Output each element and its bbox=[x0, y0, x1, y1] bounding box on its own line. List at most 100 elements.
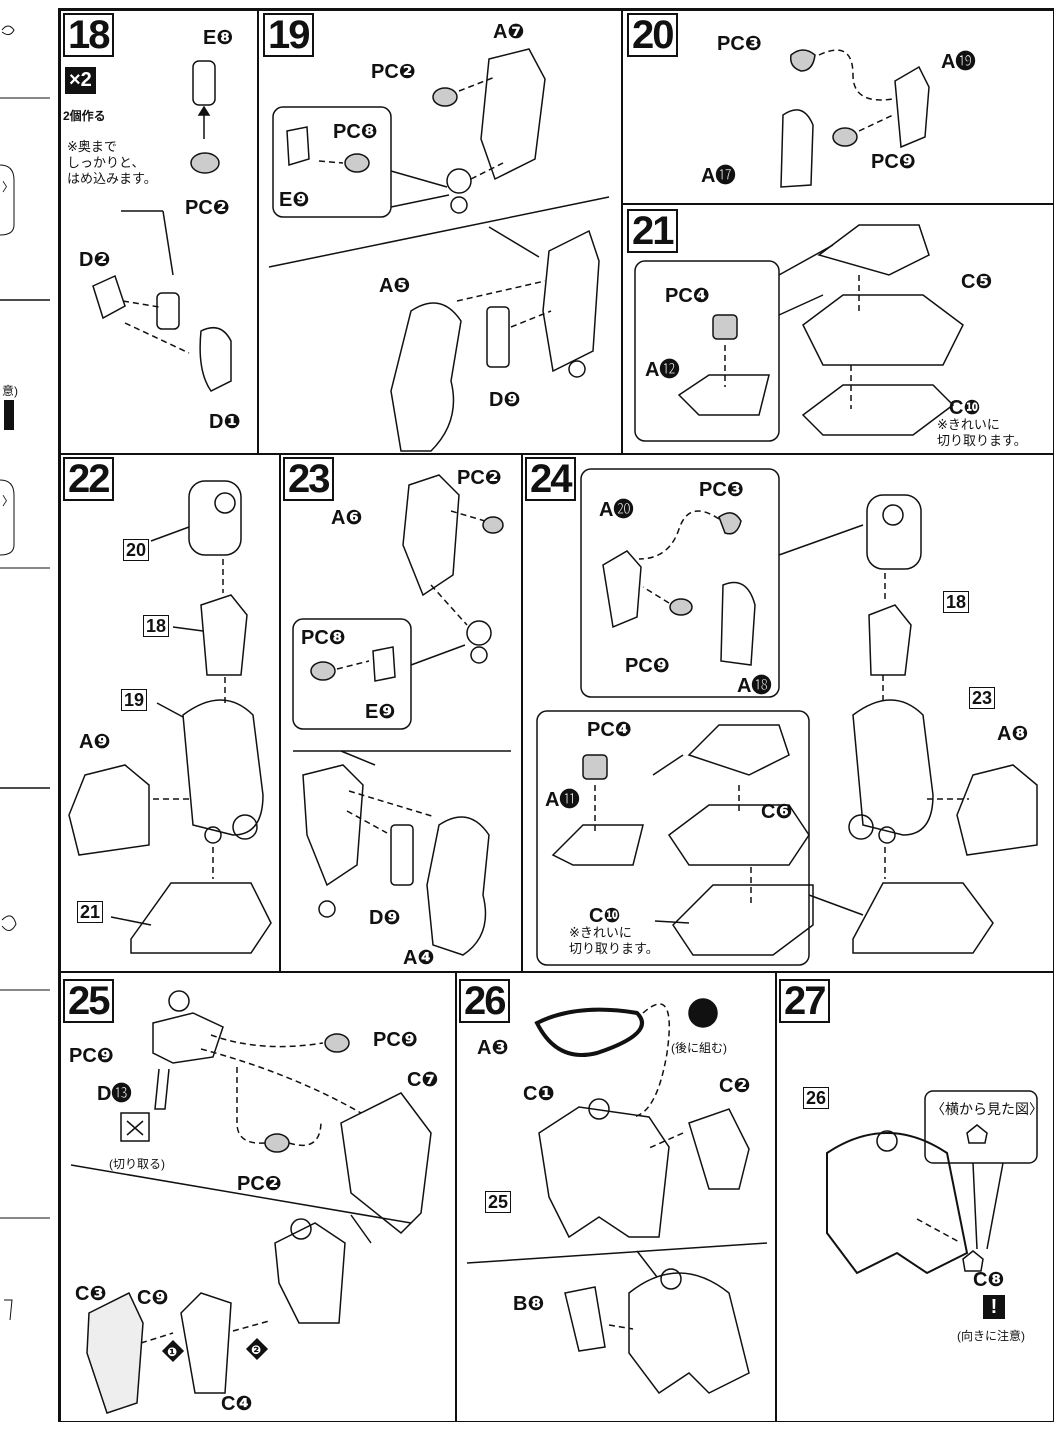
step-ref: 19 bbox=[121, 689, 148, 711]
step-22-panel: 22 20 18 19 21 A❾ bbox=[60, 454, 280, 972]
step-number: 20 bbox=[627, 13, 678, 57]
part-label: A⓬ bbox=[645, 359, 680, 381]
part-label: D❾ bbox=[369, 907, 401, 929]
step-note: ※奥まで しっかりと、 はめ込みます。 bbox=[67, 139, 157, 186]
part-label: C❸ bbox=[75, 1283, 107, 1305]
step-number: 26 bbox=[459, 979, 510, 1023]
part-label: C❽ bbox=[973, 1269, 1005, 1291]
strip-text-3: 〉 bbox=[2, 494, 15, 508]
part-label: C❼ bbox=[407, 1069, 439, 1091]
part-label: E❾ bbox=[279, 189, 310, 211]
part-label: C❾ bbox=[137, 1287, 169, 1309]
step-number: 19 bbox=[263, 13, 314, 57]
step-number: 18 bbox=[63, 13, 114, 57]
step-ref: 18 bbox=[943, 591, 970, 613]
part-label: C❶ bbox=[523, 1083, 555, 1105]
step-note: ※きれいに 切り取ります。 bbox=[569, 925, 659, 956]
part-label: PC❽ bbox=[333, 121, 378, 143]
step-19-illustration bbox=[268, 48, 610, 452]
step-26-illustration bbox=[466, 998, 768, 1395]
step-number: 27 bbox=[779, 979, 830, 1023]
step-27-illustration bbox=[826, 1090, 1038, 1275]
part-label: PC❸ bbox=[717, 33, 762, 55]
part-label: PC❷ bbox=[237, 1173, 282, 1195]
step-number: 25 bbox=[63, 979, 114, 1023]
part-label: C❺ bbox=[961, 271, 993, 293]
step-26-panel: 26 25 A❸ C❶ C❷ B❽ (後に組む) bbox=[456, 972, 776, 1422]
step-number: 21 bbox=[627, 209, 678, 253]
adjacent-page-lines bbox=[0, 25, 50, 1321]
step-22-illustration bbox=[68, 480, 272, 954]
step-ref: 25 bbox=[485, 1191, 512, 1213]
part-label: C❹ bbox=[221, 1393, 253, 1415]
step-23-panel: 23 PC❷ A❻ PC❽ E❾ D❾ A❹ bbox=[280, 454, 522, 972]
strip-text-1: 〉 bbox=[2, 180, 15, 194]
part-label: C❷ bbox=[719, 1075, 751, 1097]
step-19-panel: 19 A❼ PC❷ PC❽ E❾ A❺ D❾ bbox=[258, 10, 622, 454]
step-ref: 20 bbox=[123, 539, 150, 561]
step-21-illustration bbox=[634, 224, 964, 442]
part-label: PC❾ bbox=[373, 1029, 418, 1051]
part-label: D❾ bbox=[489, 389, 521, 411]
step-25-panel: 25 PC❾ PC❾ D⓭ C❼ PC❷ C❸ C❾ C❹ (切り取る) bbox=[60, 972, 456, 1422]
part-label: C❿ bbox=[949, 397, 981, 419]
part-label: D⓭ bbox=[97, 1083, 132, 1105]
part-label: PC❸ bbox=[699, 479, 744, 501]
step-ref: 23 bbox=[969, 687, 996, 709]
step-mark-2: ❷ bbox=[251, 1343, 262, 1357]
step-20-illustration bbox=[780, 49, 930, 188]
step-ref: 18 bbox=[143, 615, 170, 637]
part-label: A❹ bbox=[403, 947, 435, 969]
part-label: PC❷ bbox=[185, 197, 230, 219]
multiplier-note: 2個作る bbox=[63, 109, 106, 123]
part-label: C❿ bbox=[589, 905, 621, 927]
part-label: E❽ bbox=[203, 27, 234, 49]
step-ref: 26 bbox=[803, 1087, 830, 1109]
part-label: E❾ bbox=[365, 701, 396, 723]
part-label: A⓳ bbox=[941, 51, 976, 73]
part-label: PC❹ bbox=[665, 285, 710, 307]
step-18-panel: 18 ×2 2個作る ※奥まで しっかりと、 はめ込みます。 E❽ PC❷ D❷… bbox=[60, 10, 258, 454]
step-number: 24 bbox=[525, 457, 576, 501]
step-23-illustration bbox=[292, 474, 511, 956]
part-label: A❺ bbox=[379, 275, 411, 297]
adjacent-page-strip: 〉 意) 〉 bbox=[0, 0, 56, 1440]
part-label: A⓴ bbox=[599, 499, 634, 521]
step-18-illustration bbox=[92, 60, 232, 392]
part-label: PC❷ bbox=[457, 467, 502, 489]
cut-note: (切り取る) bbox=[109, 1157, 165, 1171]
part-label: D❶ bbox=[209, 411, 241, 433]
step-number: 23 bbox=[283, 457, 334, 501]
part-label: A⓫ bbox=[545, 789, 580, 811]
part-label: D❷ bbox=[79, 249, 111, 271]
part-label: A❾ bbox=[79, 731, 111, 753]
strip-text-2: 意) bbox=[2, 384, 18, 398]
part-label: PC❾ bbox=[625, 655, 670, 677]
step-20-panel: 20 PC❸ A⓳ A⓱ PC❾ bbox=[622, 10, 1054, 204]
part-label: A⓲ bbox=[737, 675, 772, 697]
part-label: PC❾ bbox=[69, 1045, 114, 1067]
side-view-label: 〈横から見た図〉 bbox=[931, 1101, 1043, 1117]
step-ref: 21 bbox=[77, 901, 104, 923]
part-label: PC❹ bbox=[587, 719, 632, 741]
step-number: 22 bbox=[63, 457, 114, 501]
step-24-illustration bbox=[536, 468, 1038, 966]
part-label: A❼ bbox=[493, 21, 525, 43]
part-label: A❸ bbox=[477, 1037, 509, 1059]
step-25-illustration bbox=[70, 990, 432, 1414]
part-label: PC❾ bbox=[871, 151, 916, 173]
orientation-note: (向きに注意) bbox=[957, 1329, 1025, 1343]
part-label: PC❷ bbox=[371, 61, 416, 83]
step-mark-1: ❶ bbox=[167, 1345, 178, 1359]
step-27-panel: 27 26 C❽ 〈横から見た図〉 ! (向きに注意) bbox=[776, 972, 1054, 1422]
later-note: (後に組む) bbox=[671, 1041, 727, 1055]
part-label: C❻ bbox=[761, 801, 793, 823]
part-label: B❽ bbox=[513, 1293, 545, 1315]
step-24-panel: 24 18 23 A⓴ PC❸ PC❾ A⓲ PC❹ A⓫ C❻ C❿ A❽ ※… bbox=[522, 454, 1054, 972]
step-21-panel: 21 PC❹ C❺ A⓬ C❿ ※きれいに 切り取ります。 bbox=[622, 204, 1054, 454]
caution-icon: ! bbox=[983, 1295, 1005, 1319]
part-label: A⓱ bbox=[701, 165, 736, 187]
multiplier-badge: ×2 bbox=[65, 67, 96, 94]
step-note: ※きれいに 切り取ります。 bbox=[937, 417, 1027, 448]
part-label: A❽ bbox=[997, 723, 1029, 745]
